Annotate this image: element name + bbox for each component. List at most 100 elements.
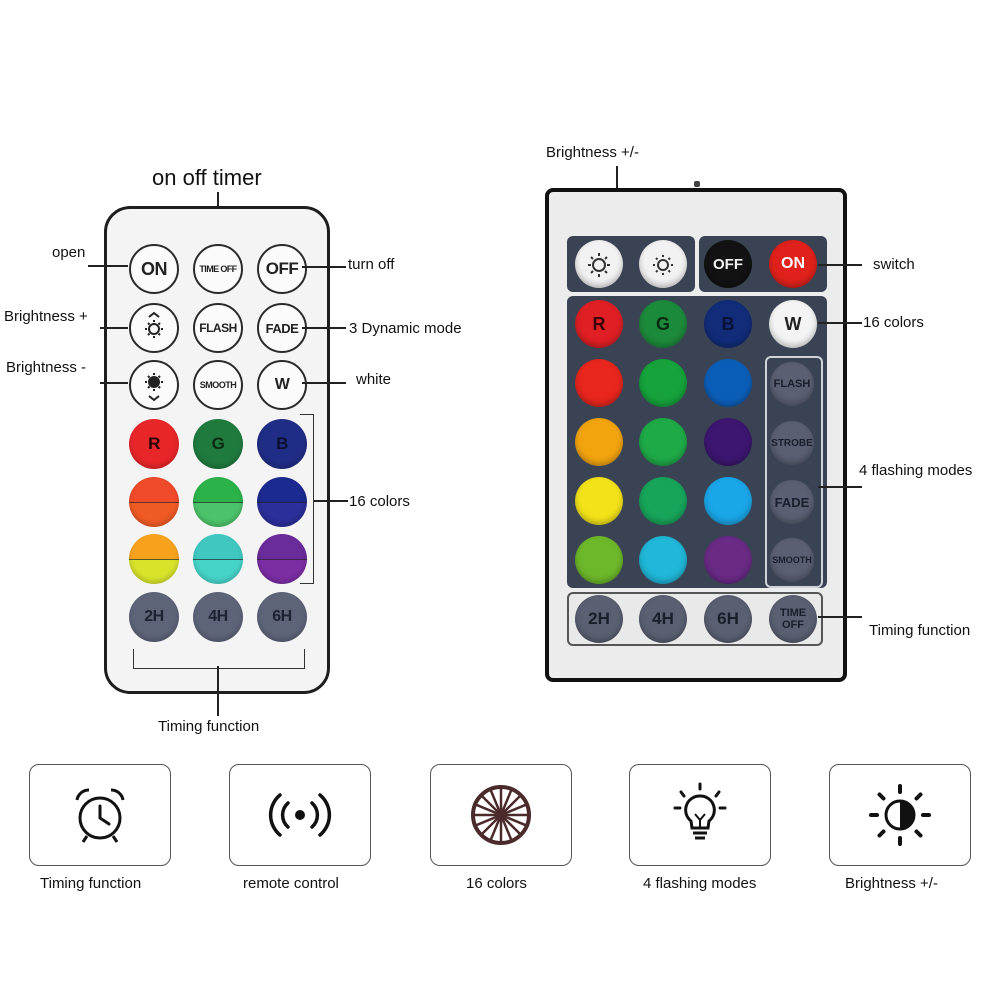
red-button-right-label: R — [592, 313, 606, 334]
off-button-right-label: OFF — [713, 255, 743, 273]
fade-button[interactable]: FADE — [257, 303, 307, 353]
color-wheel-icon — [471, 785, 531, 845]
brightness-up-icon — [145, 311, 163, 338]
callout-white-line — [302, 382, 346, 384]
off-button-label: OFF — [265, 259, 299, 278]
callout-colors-right-line — [818, 322, 862, 324]
timer-2h-button-right[interactable]: 2H — [575, 595, 623, 643]
feature-card-brightness — [829, 764, 971, 866]
callout-timing-right: Timing function — [869, 622, 971, 639]
color-button-emerald[interactable] — [639, 418, 687, 466]
yellow-button[interactable] — [129, 534, 179, 584]
callout-flashing-modes: 4 flashing modes — [859, 462, 973, 479]
callout-turn-off: turn off — [348, 256, 395, 273]
ir-emitter — [694, 181, 700, 187]
timer-6h-right-label: 6H — [717, 609, 739, 628]
feature-card-colors — [430, 764, 572, 866]
color-button-mid-blue[interactable] — [704, 359, 752, 407]
smooth-button-right[interactable]: SMOOTH — [770, 538, 814, 582]
callout-open: open — [52, 244, 86, 261]
strobe-button-right[interactable]: STROBE — [770, 421, 814, 465]
red-button-label: R — [148, 434, 160, 453]
blue-button[interactable]: B — [257, 419, 307, 469]
cyan-button[interactable] — [193, 534, 243, 584]
strobe-button-right-label: STROBE — [771, 437, 813, 449]
timer-2h-label: 2H — [144, 608, 164, 625]
feature-card-timing — [29, 764, 171, 866]
off-button[interactable]: OFF — [257, 244, 307, 294]
brightness-icon — [869, 784, 931, 846]
timing-bracket — [133, 649, 305, 669]
callout-timing-left: Timing function — [158, 718, 260, 735]
color-button-orange[interactable] — [575, 418, 623, 466]
callout-white: white — [356, 371, 392, 388]
on-button-right[interactable]: ON — [769, 240, 817, 288]
color-button-sky-blue[interactable] — [704, 477, 752, 525]
feature-label-timing: Timing function — [40, 875, 142, 892]
left-remote: ON TIME OFF OFF FLASH FADE — [104, 206, 330, 694]
timer-6h-button[interactable]: 6H — [257, 592, 307, 642]
flash-button-right[interactable]: FLASH — [770, 362, 814, 406]
timer-6h-button-right[interactable]: 6H — [704, 595, 752, 643]
dark-blue-button[interactable] — [257, 477, 307, 527]
brightness-up-button-right[interactable] — [575, 240, 623, 288]
callout-brightness-down-line — [100, 382, 128, 384]
time-off-button-right[interactable]: TIME OFF — [769, 595, 817, 643]
white-button-label: W — [274, 376, 290, 393]
white-button-right[interactable]: W — [769, 300, 817, 348]
color-button-cyan[interactable] — [639, 536, 687, 584]
callout-switch: switch — [873, 256, 915, 273]
right-remote: OFF ON R G B W FLASH STROBE FADE SMOOTH — [545, 188, 847, 682]
red-button[interactable]: R — [129, 419, 179, 469]
colors-bracket — [300, 414, 314, 584]
fade-button-right-label: FADE — [774, 494, 810, 510]
timer-2h-button[interactable]: 2H — [129, 592, 179, 642]
time-off-label: TIME OFF — [199, 264, 237, 274]
on-button-label: ON — [141, 258, 168, 279]
callout-dynamic-mode: 3 Dynamic mode — [349, 320, 462, 337]
remote-signal-icon — [268, 793, 332, 837]
callout-brightness-down: Brightness - — [6, 359, 87, 376]
color-button-yellow[interactable] — [575, 477, 623, 525]
brightness-up-button[interactable] — [129, 303, 179, 353]
timer-4h-button-right[interactable]: 4H — [639, 595, 687, 643]
orange-red-button[interactable] — [129, 477, 179, 527]
callout-switch-line — [818, 264, 862, 266]
left-remote-title: on off timer — [152, 165, 262, 190]
color-button-sea-green[interactable] — [639, 477, 687, 525]
green-button-right[interactable]: G — [639, 300, 687, 348]
callout-16-colors-left: 16 colors — [349, 493, 410, 510]
white-button-right-label: W — [784, 313, 802, 334]
color-button-purple[interactable] — [704, 536, 752, 584]
brightness-down-button-right[interactable] — [639, 240, 687, 288]
blue-button-label: B — [276, 434, 288, 453]
flash-button-label: FLASH — [199, 321, 237, 335]
feature-label-colors: 16 colors — [466, 875, 527, 892]
color-button-red-orange[interactable] — [575, 359, 623, 407]
flash-button[interactable]: FLASH — [193, 303, 243, 353]
timer-4h-label: 4H — [208, 608, 228, 625]
callout-colors-line — [314, 500, 348, 502]
color-button-lime[interactable] — [575, 536, 623, 584]
feature-label-flashing: 4 flashing modes — [643, 875, 757, 892]
feature-label-brightness: Brightness +/- — [845, 875, 938, 892]
white-button[interactable]: W — [257, 360, 307, 410]
callout-brightness-up: Brightness + — [4, 308, 88, 325]
smooth-button[interactable]: SMOOTH — [193, 360, 243, 410]
timer-4h-button[interactable]: 4H — [193, 592, 243, 642]
red-button-right[interactable]: R — [575, 300, 623, 348]
color-button-green[interactable] — [639, 359, 687, 407]
on-button[interactable]: ON — [129, 244, 179, 294]
timer-4h-right-label: 4H — [652, 609, 674, 628]
fade-button-right[interactable]: FADE — [770, 480, 814, 524]
off-button-right[interactable]: OFF — [704, 240, 752, 288]
time-off-button[interactable]: TIME OFF — [193, 244, 243, 294]
callout-brightness-right: Brightness +/- — [546, 144, 639, 161]
color-button-indigo[interactable] — [704, 418, 752, 466]
blue-button-right[interactable]: B — [704, 300, 752, 348]
brightness-down-button[interactable] — [129, 360, 179, 410]
green-button[interactable]: G — [193, 419, 243, 469]
purple-button[interactable] — [257, 534, 307, 584]
light-green-button[interactable] — [193, 477, 243, 527]
smooth-button-label: SMOOTH — [199, 380, 237, 390]
